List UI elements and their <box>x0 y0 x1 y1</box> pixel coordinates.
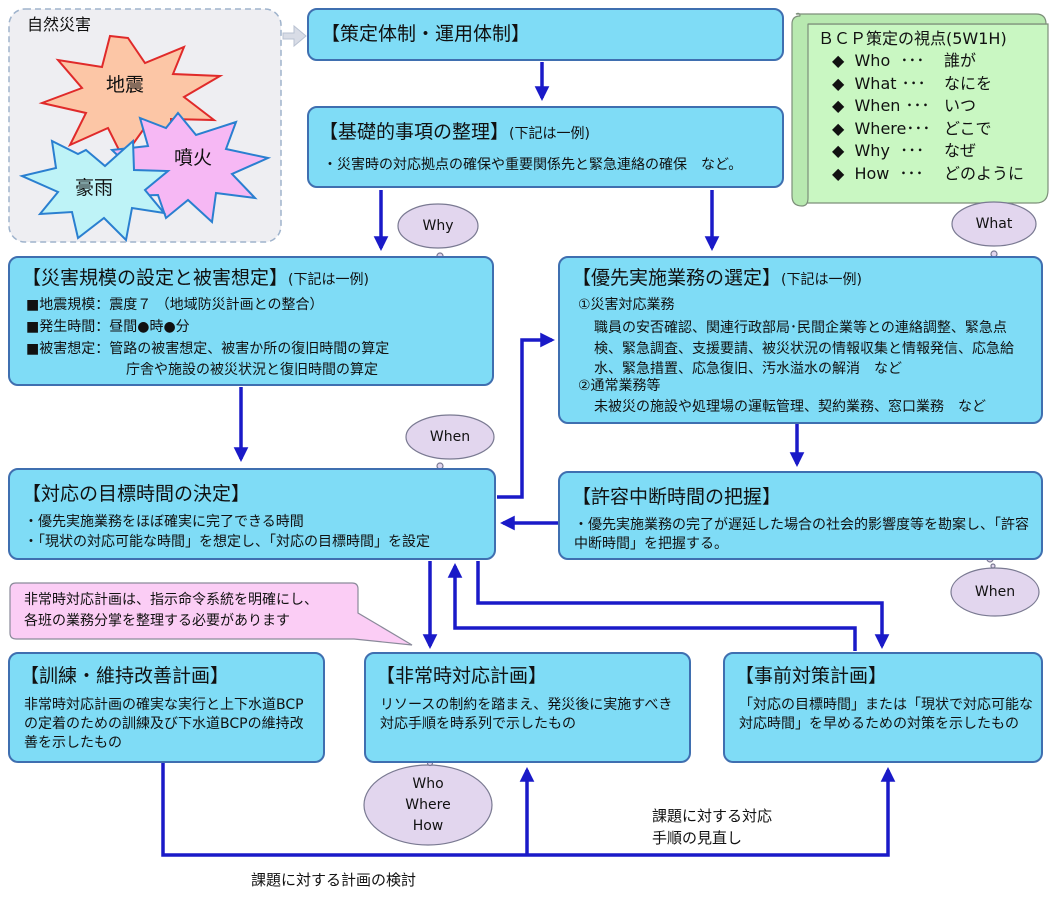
eruption-label: 噴火 <box>173 147 212 169</box>
scale-line1: ■地震規模：震度７ （地域防災計画との整合） <box>26 297 324 313</box>
priority-line3: ②通常業務等 <box>578 378 661 394</box>
scale-title: 【災害規模の設定と被害想定】 <box>22 267 289 289</box>
priority-line2: 職員の安否確認、関連行政部局･民間企業等との連絡調整、緊急点検、緊急調査、支援要… <box>594 320 1014 377</box>
who-where-how-cloud <box>363 749 493 846</box>
review-plan-label: 課題に対する計画の検討 <box>251 871 417 889</box>
target-time-title: 【対応の目標時間の決定】 <box>22 483 251 505</box>
eruption-burst <box>109 111 272 225</box>
priority-line4: 未被災の施設や処理場の運転管理、契約業務、窓口業務 など <box>594 399 986 415</box>
where-label: Where <box>405 797 451 813</box>
disaster-to-structure-arrow <box>282 24 307 48</box>
viewpoint-scroll <box>791 12 1049 207</box>
scale-line3: ■被害想定：管路の被害想定、被害か所の復旧時間の算定 <box>26 341 390 357</box>
why-cloud-label: Why <box>422 218 454 234</box>
flow-arrows <box>161 62 896 857</box>
callout-line1: 非常時対応計画は、指示命令系統を明確にし、 <box>24 592 318 608</box>
viewpoint-item-what: ◆ What ･･･なにを <box>832 73 993 93</box>
scale-title-line: 【災害規模の設定と被害想定】(下記は一例) <box>22 266 369 292</box>
training-title: 【訓練・維持改善計画】 <box>20 665 230 687</box>
callout-line2: 各班の業務分掌を整理する必要があります <box>24 613 290 629</box>
allowable-line1: ・優先実施業務の完了が遅延した場合の社会的影響度等を勘案し、「許容中断時間」を把… <box>574 517 1029 552</box>
basics-title: 【基礎的事項の整理】 <box>319 121 510 143</box>
who-where-how-label: Who Where How <box>378 774 478 837</box>
arrow-preventive-target <box>447 563 857 651</box>
basics-line1: ・災害時の対応拠点の確保や重要関係先と緊急連絡の確保 など。 <box>323 157 743 173</box>
preventive-line1: 「対応の目標時間」または「現状で対応可能な対応時間」を早めるための対策を示したも… <box>739 697 1033 732</box>
emergency-box: 【非常時対応計画】 リソースの制約を踏まえ、発災後に実施すべき対応手順を時系列で… <box>364 652 691 763</box>
review-proc-label-1: 課題に対する対応 <box>652 807 773 825</box>
structure-box: 【策定体制・運用体制】 <box>307 8 784 61</box>
how-label: How <box>412 818 444 834</box>
scale-line2: ■発生時間：昼間●時●分 <box>26 319 190 335</box>
basics-title-line: 【基礎的事項の整理】(下記は一例) <box>319 120 590 146</box>
when-cloud-2-label: When <box>974 584 1016 600</box>
scale-line4: 庁舎や施設の被災状況と復旧時間の算定 <box>126 362 378 378</box>
natural-disaster-title: 自然災害 <box>27 15 92 34</box>
training-line1: 非常時対応計画の確実な実行と上下水道BCPの定着のための訓練及び下水道BCPの維… <box>24 697 304 751</box>
who-label: Who <box>412 776 444 792</box>
priority-box: 【優先実施業務の選定】(下記は一例) ①災害対応業務 職員の安否確認、関連行政部… <box>558 256 1043 424</box>
heavy-rain-label: 豪雨 <box>74 177 113 199</box>
basics-box: 【基礎的事項の整理】(下記は一例) ・災害時の対応拠点の確保や重要関係先と緊急連… <box>307 106 784 188</box>
viewpoint-item-how: ◆ How ･･･どのように <box>832 163 1025 183</box>
viewpoint-item-where: ◆ Where･･･どこで <box>832 118 992 138</box>
allowable-title: 【許容中断時間の把握】 <box>572 486 782 508</box>
heavy-rain-burst <box>18 138 171 243</box>
arrow-target-preventive <box>476 561 890 649</box>
callout-text: 非常時対応計画は、指示命令系統を明確にし、 各班の業務分掌を整理する必要がありま… <box>24 590 318 632</box>
training-box: 【訓練・維持改善計画】 非常時対応計画の確実な実行と上下水道BCPの定着のための… <box>8 652 325 763</box>
target-time-line1: ・優先実施業務をほぼ確実に完了できる時間 <box>24 514 304 530</box>
priority-line1: ①災害対応業務 <box>578 297 675 313</box>
preventive-title: 【事前対策計画】 <box>735 665 888 687</box>
when-cloud-1-label: When <box>429 429 471 445</box>
what-cloud-label: What <box>975 216 1013 232</box>
priority-note: (下記は一例) <box>781 272 862 288</box>
earthquake-label: 地震 <box>105 74 144 96</box>
priority-title: 【優先実施業務の選定】 <box>572 267 782 289</box>
viewpoint-item-who: ◆ Who ･･･誰が <box>832 51 977 70</box>
callout-shape <box>9 582 413 646</box>
basics-note: (下記は一例) <box>509 126 590 142</box>
structure-title: 【策定体制・運用体制】 <box>321 23 531 45</box>
viewpoint-item-why: ◆ Why ･･･なぜ <box>832 141 977 161</box>
review-proc-label-2: 手順の見直し <box>652 829 743 847</box>
priority-title-line: 【優先実施業務の選定】(下記は一例) <box>572 266 862 292</box>
scale-box: 【災害規模の設定と被害想定】(下記は一例) ■地震規模：震度７ （地域防災計画と… <box>8 256 494 386</box>
scale-note: (下記は一例) <box>288 272 369 288</box>
allowable-box: 【許容中断時間の把握】 ・優先実施業務の完了が遅延した場合の社会的影響度等を勘案… <box>558 471 1043 560</box>
preventive-box: 【事前対策計画】 「対応の目標時間」または「現状で対応可能な対応時間」を早めるた… <box>723 652 1043 763</box>
viewpoint-list: ◆ Who ･･･誰が ◆ What ･･･なにを ◆ When ･･･いつ ◆… <box>832 50 1024 186</box>
viewpoint-title: ＢＣＰ策定の視点(5W1H) <box>818 29 1007 48</box>
emergency-title: 【非常時対応計画】 <box>376 665 548 687</box>
viewpoint-item-when: ◆ When ･･･いつ <box>832 96 977 116</box>
target-time-line2: ・「現状の対応可能な時間」を想定し、「対応の目標時間」を設定 <box>24 534 430 550</box>
emergency-line1: リソースの制約を踏まえ、発災後に実施すべき対応手順を時系列で示したもの <box>380 697 673 732</box>
arrow-target-priority <box>497 332 555 499</box>
target-time-box: 【対応の目標時間の決定】 ・優先実施業務をほぼ確実に完了できる時間 ・「現状の対… <box>8 468 496 560</box>
